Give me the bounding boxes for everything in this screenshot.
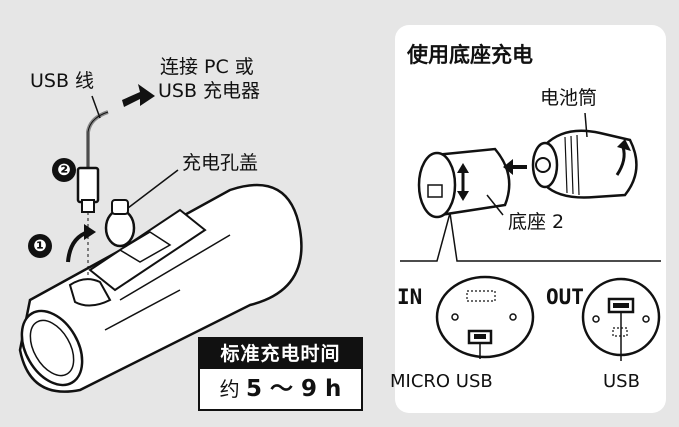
out-port-disc (581, 277, 661, 361)
connect-charger-label: USB 充电器 (158, 80, 261, 102)
charge-time-box: 标准充电时间 约 5 ～ 9 h (198, 337, 363, 411)
charge-time-heading: 标准充电时间 (200, 339, 361, 369)
base-illustration (400, 112, 661, 361)
usb-port-label: USB (603, 371, 640, 392)
panel-title: 使用底座充电 (407, 43, 533, 67)
battery-tube-icon (531, 129, 638, 199)
cable-leader-line (91, 95, 101, 119)
charge-time-value: 约 5 ～ 9 h (200, 369, 361, 409)
base-charging-panel: 使用底座充电 电池筒 底座 2 (390, 25, 666, 413)
usb-cable-icon (76, 110, 109, 275)
micro-usb-label: MICRO USB (390, 371, 493, 392)
step-2-badge: ❷ (52, 158, 76, 182)
in-port-disc (435, 275, 535, 359)
step-1-badge: ❶ (28, 234, 52, 258)
charge-time-range: 5 ～ 9 h (245, 376, 342, 402)
connect-pc-label: 连接 PC 或 (160, 56, 254, 78)
base-2-label: 底座 2 (508, 211, 565, 233)
battery-tube-label: 电池筒 (540, 87, 598, 109)
in-label: IN (397, 285, 423, 309)
insert-arrow-icon (503, 159, 527, 175)
cover-leader-line (127, 169, 179, 209)
usb-cable-label: USB 线 (30, 70, 95, 92)
out-label: OUT (546, 285, 584, 309)
connect-arrow-icon (122, 84, 155, 107)
charge-time-prefix: 约 (219, 377, 240, 401)
camera-illustration (18, 84, 303, 393)
charging-cover-icon (104, 199, 136, 248)
callout-separator (400, 212, 661, 262)
camera-body (18, 183, 303, 393)
charging-cover-label: 充电孔盖 (182, 152, 259, 174)
